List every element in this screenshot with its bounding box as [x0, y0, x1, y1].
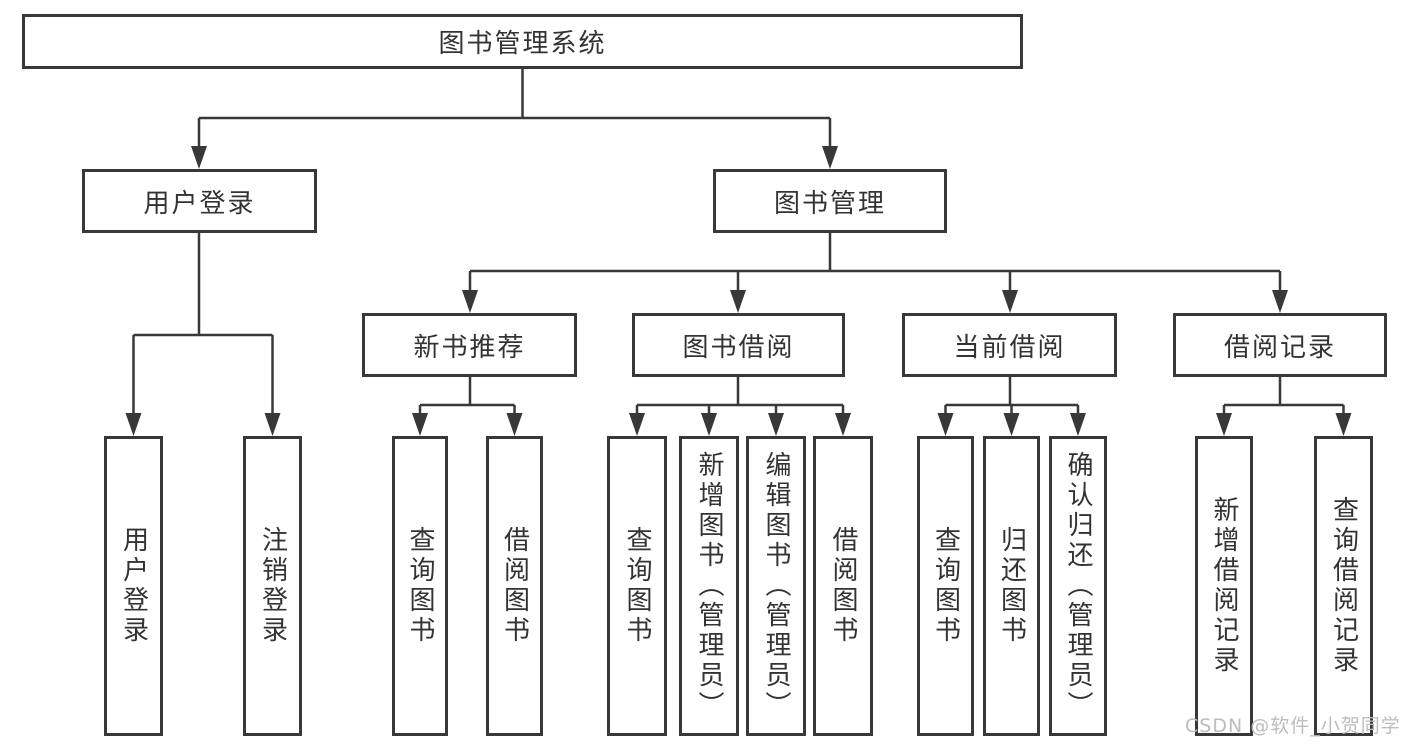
arrowhead: [1216, 413, 1232, 436]
leaf-label: 查询图书: [622, 526, 652, 646]
leaf-label: 查询图书: [930, 526, 961, 646]
leaf-label: 新增图书（管理员）: [694, 451, 724, 721]
leaf-borrow-edit-books-admin: 编辑图书（管理员）: [746, 436, 806, 736]
arrowhead: [412, 413, 428, 436]
arrowhead: [730, 290, 746, 313]
leaf-current-return-books: 归还图书: [983, 436, 1040, 736]
leaf-label: 借阅图书: [499, 526, 530, 646]
arrowhead: [937, 413, 954, 436]
leaf-user-login: 用户登录: [104, 436, 163, 736]
node-user-login: 用户登录: [82, 169, 317, 233]
leaf-label: 编辑图书（管理员）: [761, 451, 791, 721]
leaf-label: 归还图书: [996, 526, 1027, 646]
leaf-borrow-add-books-admin: 新增图书（管理员）: [679, 436, 739, 736]
leaf-logout: 注销登录: [243, 436, 302, 736]
connector-management-branch: [462, 233, 1288, 313]
connector-current-branch: [937, 377, 1086, 436]
arrowhead: [1003, 413, 1020, 436]
node-current-borrow: 当前借阅: [902, 313, 1117, 377]
arrowhead: [506, 413, 523, 436]
leaf-current-query-books: 查询图书: [917, 436, 974, 736]
arrowhead: [1335, 413, 1352, 436]
leaf-label: 借阅图书: [828, 526, 858, 646]
leaf-label: 注销登录: [257, 526, 288, 646]
arrowhead: [191, 146, 207, 169]
arrowhead: [462, 290, 478, 313]
leaf-label: 确认归还（管理员）: [1063, 451, 1093, 721]
arrowhead: [822, 146, 838, 169]
leaf-label: 新增借阅记录: [1209, 496, 1239, 676]
node-new-book-recommend: 新书推荐: [362, 313, 577, 377]
connector-root-branch: [191, 69, 838, 169]
leaf-label: 用户登录: [118, 526, 149, 646]
csdn-watermark: CSDN @软件_小贺同学: [1185, 715, 1401, 737]
arrowhead: [701, 413, 717, 436]
arrowhead: [1272, 290, 1288, 313]
connector-borrow-branch: [629, 377, 851, 436]
arrowhead: [1002, 290, 1018, 313]
leaf-newbook-borrow-books: 借阅图书: [486, 436, 543, 736]
node-book-management: 图书管理: [713, 169, 947, 233]
connector-newbook-branch: [412, 377, 523, 436]
arrowhead: [835, 413, 851, 436]
leaf-label: 查询借阅记录: [1328, 496, 1359, 676]
connector-login-branch: [125, 233, 281, 436]
leaf-newbook-query-books: 查询图书: [392, 436, 448, 736]
node-book-borrow: 图书借阅: [632, 313, 845, 377]
leaf-label: 查询图书: [405, 526, 435, 646]
node-root-system: 图书管理系统: [22, 14, 1023, 69]
leaf-current-confirm-return-admin: 确认归还（管理员）: [1049, 436, 1107, 736]
arrowhead: [629, 413, 645, 436]
arrowhead: [125, 413, 142, 436]
arrowhead: [768, 413, 784, 436]
connector-records-branch: [1216, 377, 1352, 436]
leaf-borrow-query-books: 查询图书: [607, 436, 667, 736]
leaf-records-query-record: 查询借阅记录: [1314, 436, 1373, 736]
arrowhead: [264, 413, 281, 436]
leaf-borrow-borrow-books: 借阅图书: [813, 436, 873, 736]
arrowhead: [1070, 413, 1086, 436]
node-borrow-records: 借阅记录: [1173, 313, 1387, 377]
leaf-records-add-record: 新增借阅记录: [1195, 436, 1253, 736]
